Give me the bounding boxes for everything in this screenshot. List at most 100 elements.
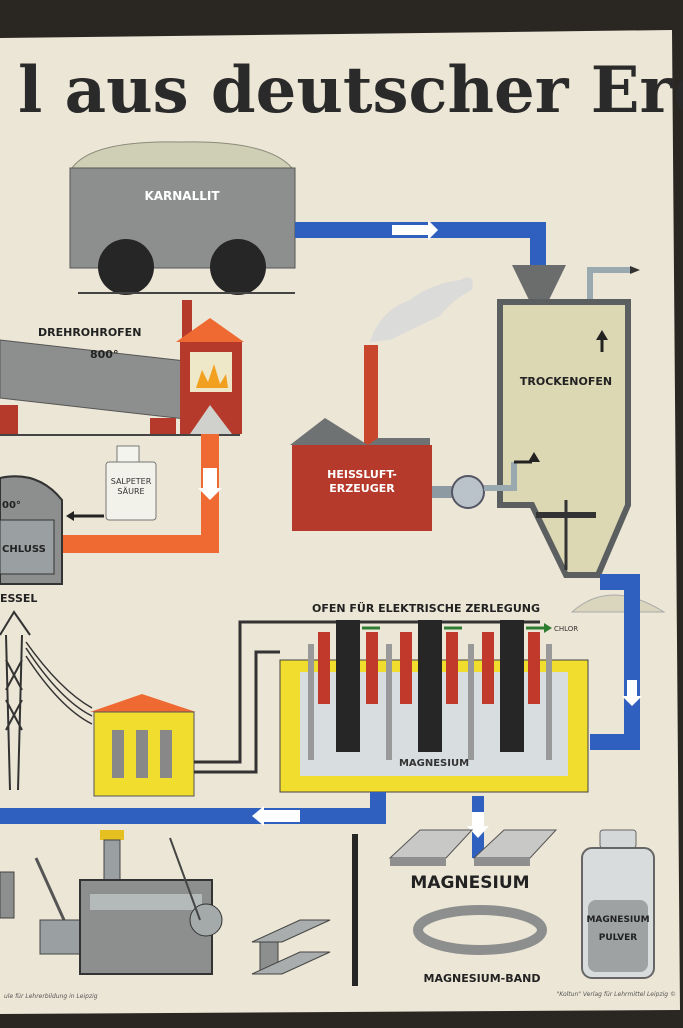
oil-cap — [100, 830, 124, 840]
blower-pipe — [432, 486, 456, 498]
transformer-window — [160, 730, 172, 778]
power-supply — [0, 610, 540, 797]
power-pylon — [0, 610, 31, 791]
gear-lever — [34, 857, 66, 921]
magnesium-band-label: MAGNESIUM-BAND — [424, 972, 541, 985]
arrow-down-icon — [198, 468, 222, 500]
dryer-funnel — [512, 265, 566, 302]
anode — [500, 620, 524, 752]
pulley — [189, 903, 223, 937]
furnace-roof — [176, 318, 244, 342]
arrow-right-icon — [392, 220, 438, 240]
beam-bottom — [251, 951, 331, 975]
power-wire-bottom — [194, 650, 280, 774]
jar-lid — [599, 829, 637, 849]
stirrer-blade — [536, 512, 596, 518]
ash-pile — [190, 405, 232, 434]
engine-part — [0, 871, 15, 919]
cathode-hood — [446, 632, 458, 704]
karnallit-load — [71, 141, 294, 169]
magnesium-band-coil — [413, 905, 547, 955]
cathode-hood — [528, 632, 540, 704]
cylinder-head — [90, 894, 202, 910]
chlor-label: CHLOR — [554, 625, 578, 633]
cathode-hood — [482, 632, 494, 704]
ingot-side — [390, 858, 446, 866]
dryer-body — [497, 299, 631, 578]
anode — [336, 620, 360, 752]
pipe-return — [0, 792, 386, 824]
transformer-window — [136, 730, 148, 778]
transformer-window — [112, 730, 124, 778]
transformer-roof — [90, 694, 196, 712]
kessel-temperature: 00° — [2, 500, 21, 511]
elektrolyse-ofen: OFEN FÜR ELEKTRISCHE ZERLEGUNG MAGNESIUM… — [279, 601, 589, 793]
power-cables — [25, 641, 93, 725]
cathode-hood — [366, 632, 378, 704]
up-arrow-icon — [596, 330, 608, 340]
chlor-arrow-icon — [544, 623, 552, 633]
power-wire-top — [194, 620, 540, 764]
bottle-cap — [116, 445, 140, 463]
kiln-support-right — [150, 418, 176, 436]
footer-right: "Koltun" Verlag für Lehrmittel Leipzig © — [556, 991, 676, 998]
exhaust-pipe — [587, 267, 630, 304]
cathode-hood — [400, 632, 412, 704]
kiln-temperature: 800° — [90, 348, 118, 361]
hot-air-pipe — [484, 462, 517, 491]
cathode — [308, 644, 314, 760]
jar-powder — [588, 900, 648, 972]
wagon-wheel-right — [210, 239, 266, 295]
karnallit-wagon: KARNALLIT — [69, 141, 296, 295]
blower-fan — [451, 475, 485, 509]
kessel-chamber — [0, 519, 55, 575]
magnesium-bath-label: MAGNESIUM — [399, 758, 469, 769]
smoke — [370, 277, 473, 342]
heissluft-label-2: ERZEUGER — [329, 482, 395, 495]
chimney — [364, 345, 378, 448]
heissluft-erzeuger: HEISSLUFT- ERZEUGER — [290, 345, 540, 531]
poster-title: l aus deutscher Erde — [18, 53, 683, 128]
bottle-body — [105, 461, 157, 521]
karnallit-label: KARNALLIT — [144, 189, 220, 203]
salpetersaeure-bottle: SALPETER SÄURE — [105, 445, 157, 521]
anode — [418, 620, 442, 752]
arrow-down-icon — [622, 680, 642, 706]
engine-illustration — [0, 830, 223, 975]
drehrohrofen: DREHROHROFEN 800° — [0, 300, 244, 436]
kiln-support-left — [0, 405, 18, 435]
ingot-side — [474, 858, 530, 866]
ofen-zerlegung-label: OFEN FÜR ELEKTRISCHE ZERLEGUNG — [312, 601, 540, 615]
kessel: 00° CHLUSS ESSEL — [0, 475, 63, 605]
cathode — [546, 644, 552, 760]
magnesium-title: MAGNESIUM — [410, 873, 529, 893]
flywheel-housing — [39, 919, 81, 955]
trockenofen-label: TROCKENOFEN — [520, 375, 612, 388]
hot-air-arrow-icon — [528, 452, 540, 462]
heissluft-building — [292, 445, 432, 531]
trockenofen: TROCKENOFEN — [497, 299, 666, 613]
salpeter-label-1: SALPETER — [111, 477, 152, 486]
fire-icon — [196, 364, 228, 388]
arrow-left-icon — [252, 806, 300, 826]
i-beam — [251, 919, 331, 975]
verschluss-label: CHLUSS — [2, 544, 46, 555]
left-arrow-icon — [66, 511, 74, 521]
wagon-wheel-left — [98, 239, 154, 295]
exhaust-arrow-icon — [630, 266, 640, 274]
section-divider — [352, 834, 358, 986]
cathode — [468, 644, 474, 760]
footer-left: ule für Lehrerbildung in Leipzig — [4, 993, 98, 1000]
dried-pile — [570, 594, 666, 613]
belt — [169, 837, 201, 921]
carburetor — [103, 839, 121, 881]
drehrohrofen-label: DREHROHROFEN — [38, 326, 141, 339]
pipe-wagon-to-dryer — [295, 222, 546, 268]
pulver-label-1: MAGNESIUM — [586, 915, 649, 925]
cathode-hood — [318, 632, 330, 704]
kessel-label: ESSEL — [0, 592, 37, 605]
roof-left — [290, 418, 368, 445]
heissluft-label-1: HEISSLUFT- — [327, 468, 397, 481]
